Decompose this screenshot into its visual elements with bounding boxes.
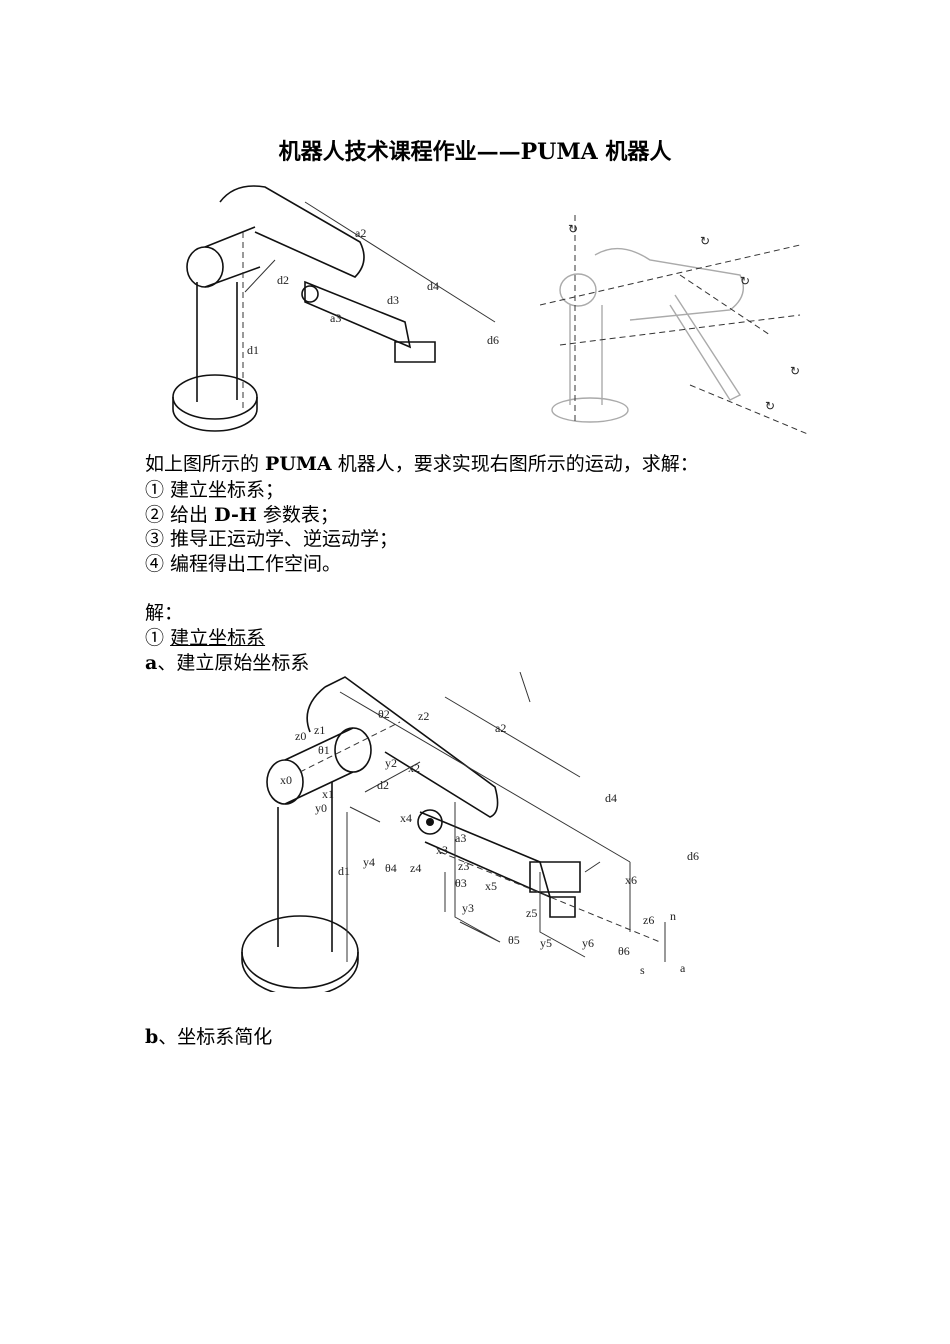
sub-title: 、坐标系简化: [158, 1026, 273, 1048]
label-d4: d4: [427, 279, 439, 293]
label-x2: x2: [408, 761, 420, 775]
puma-dimension-figure: a2 d2 d3 a3 d4 d6 d1: [172, 185, 499, 432]
label-z2: z2: [418, 709, 429, 723]
frame-labels: z0 z1 θ1 x0 x1 y0 θ2 z2 y2 x2 d2 a2 d4 d…: [280, 707, 699, 977]
label-x5: x5: [485, 879, 497, 893]
label-y3: y3: [462, 901, 474, 915]
sub-a-heading: a、建立原始坐标系: [145, 648, 309, 675]
step-title: 建立坐标系: [170, 627, 266, 649]
task-num: ④: [145, 553, 165, 575]
intro-text: 如上图所示的: [145, 453, 266, 475]
label-d3: d3: [387, 293, 399, 307]
task-bold: D-H: [214, 504, 257, 526]
step-num: ①: [145, 627, 165, 649]
intro-suffix: 机器人，要求实现右图所示的运动，求解：: [331, 453, 699, 475]
task-num: ①: [145, 479, 165, 501]
label-d1: d1: [247, 343, 259, 357]
label-z5: z5: [526, 906, 537, 920]
intro-bold: PUMA: [265, 453, 332, 475]
label-a2: a2: [355, 226, 366, 240]
label-z1: z1: [314, 723, 325, 737]
label-theta3: θ3: [455, 876, 467, 890]
label-d2: d2: [377, 778, 389, 792]
rotation-arrow-icon: ↻: [790, 364, 800, 378]
label-d4: d4: [605, 791, 617, 805]
problem-intro: 如上图所示的 PUMA 机器人，要求实现右图所示的运动，求解：: [145, 449, 699, 476]
label-n: n: [670, 909, 676, 923]
label-theta5: θ5: [508, 933, 520, 947]
label-x0: x0: [280, 773, 292, 787]
label-d1: d1: [338, 864, 350, 878]
label-d6: d6: [487, 333, 499, 347]
step-1-heading: ① 建立坐标系: [145, 623, 265, 650]
label-x3: x3: [436, 843, 448, 857]
sub-b-heading: b、坐标系简化: [145, 1022, 272, 1049]
task-text: 给出: [164, 504, 215, 526]
puma-coordinate-frames-figure: z0 z1 θ1 x0 x1 y0 θ2 z2 y2 x2 d2 a2 d4 d…: [241, 672, 699, 992]
rotation-arrow-icon: ↻: [568, 222, 578, 236]
label-a3: a3: [330, 311, 341, 325]
label-d6: d6: [687, 849, 699, 863]
rotation-arrow-icon: ↻: [765, 399, 775, 413]
label-theta4: θ4: [385, 861, 397, 875]
label-a2: a2: [495, 721, 506, 735]
label-z6: z6: [643, 913, 654, 927]
label-a3: a3: [455, 831, 466, 845]
puma-motion-figure: ↻ ↻ ↻ ↻ ↻: [540, 215, 810, 436]
label-y4: y4: [363, 855, 375, 869]
label-x1: x1: [322, 787, 334, 801]
label-z3: z3: [458, 859, 469, 873]
label-x6: x6: [625, 873, 637, 887]
title-suffix: 机器人: [597, 139, 672, 165]
task-text: 参数表；: [256, 504, 339, 526]
label-y2: y2: [385, 756, 397, 770]
label-y0: y0: [315, 801, 327, 815]
rotation-arrow-icon: ↻: [740, 274, 750, 288]
sub-title: 、建立原始坐标系: [157, 652, 310, 674]
label-theta2: θ2: [378, 707, 390, 721]
label-d2: d2: [277, 273, 289, 287]
label-x4: x4: [400, 811, 412, 825]
label-z4: z4: [410, 861, 421, 875]
task-1: ① 建立坐标系；: [145, 475, 284, 502]
task-num: ③: [145, 528, 165, 550]
title-bold: PUMA: [520, 139, 598, 165]
label-theta6: θ6: [618, 944, 630, 958]
label-s: s: [640, 963, 645, 977]
task-text: 建立坐标系；: [164, 479, 285, 501]
title-text: 机器人技术课程作业——: [278, 139, 521, 165]
task-num: ②: [145, 504, 165, 526]
label-a: a: [680, 961, 686, 975]
task-2: ② 给出 D-H 参数表；: [145, 500, 339, 527]
page-title: 机器人技术课程作业——PUMA 机器人: [0, 134, 950, 166]
task-3: ③ 推导正运动学、逆运动学；: [145, 524, 398, 551]
solution-heading: 解：: [145, 602, 184, 624]
task-4: ④ 编程得出工作空间。: [145, 549, 341, 576]
rotation-arrow-icon: ↻: [700, 234, 710, 248]
label-theta1: θ1: [318, 743, 330, 757]
sub-letter: b: [145, 1026, 159, 1048]
task-text: 编程得出工作空间。: [164, 553, 342, 575]
sub-letter: a: [145, 652, 158, 674]
label-y6: y6: [582, 936, 594, 950]
label-y5: y5: [540, 936, 552, 950]
task-text: 推导正运动学、逆运动学；: [164, 528, 399, 550]
label-z0: z0: [295, 729, 306, 743]
